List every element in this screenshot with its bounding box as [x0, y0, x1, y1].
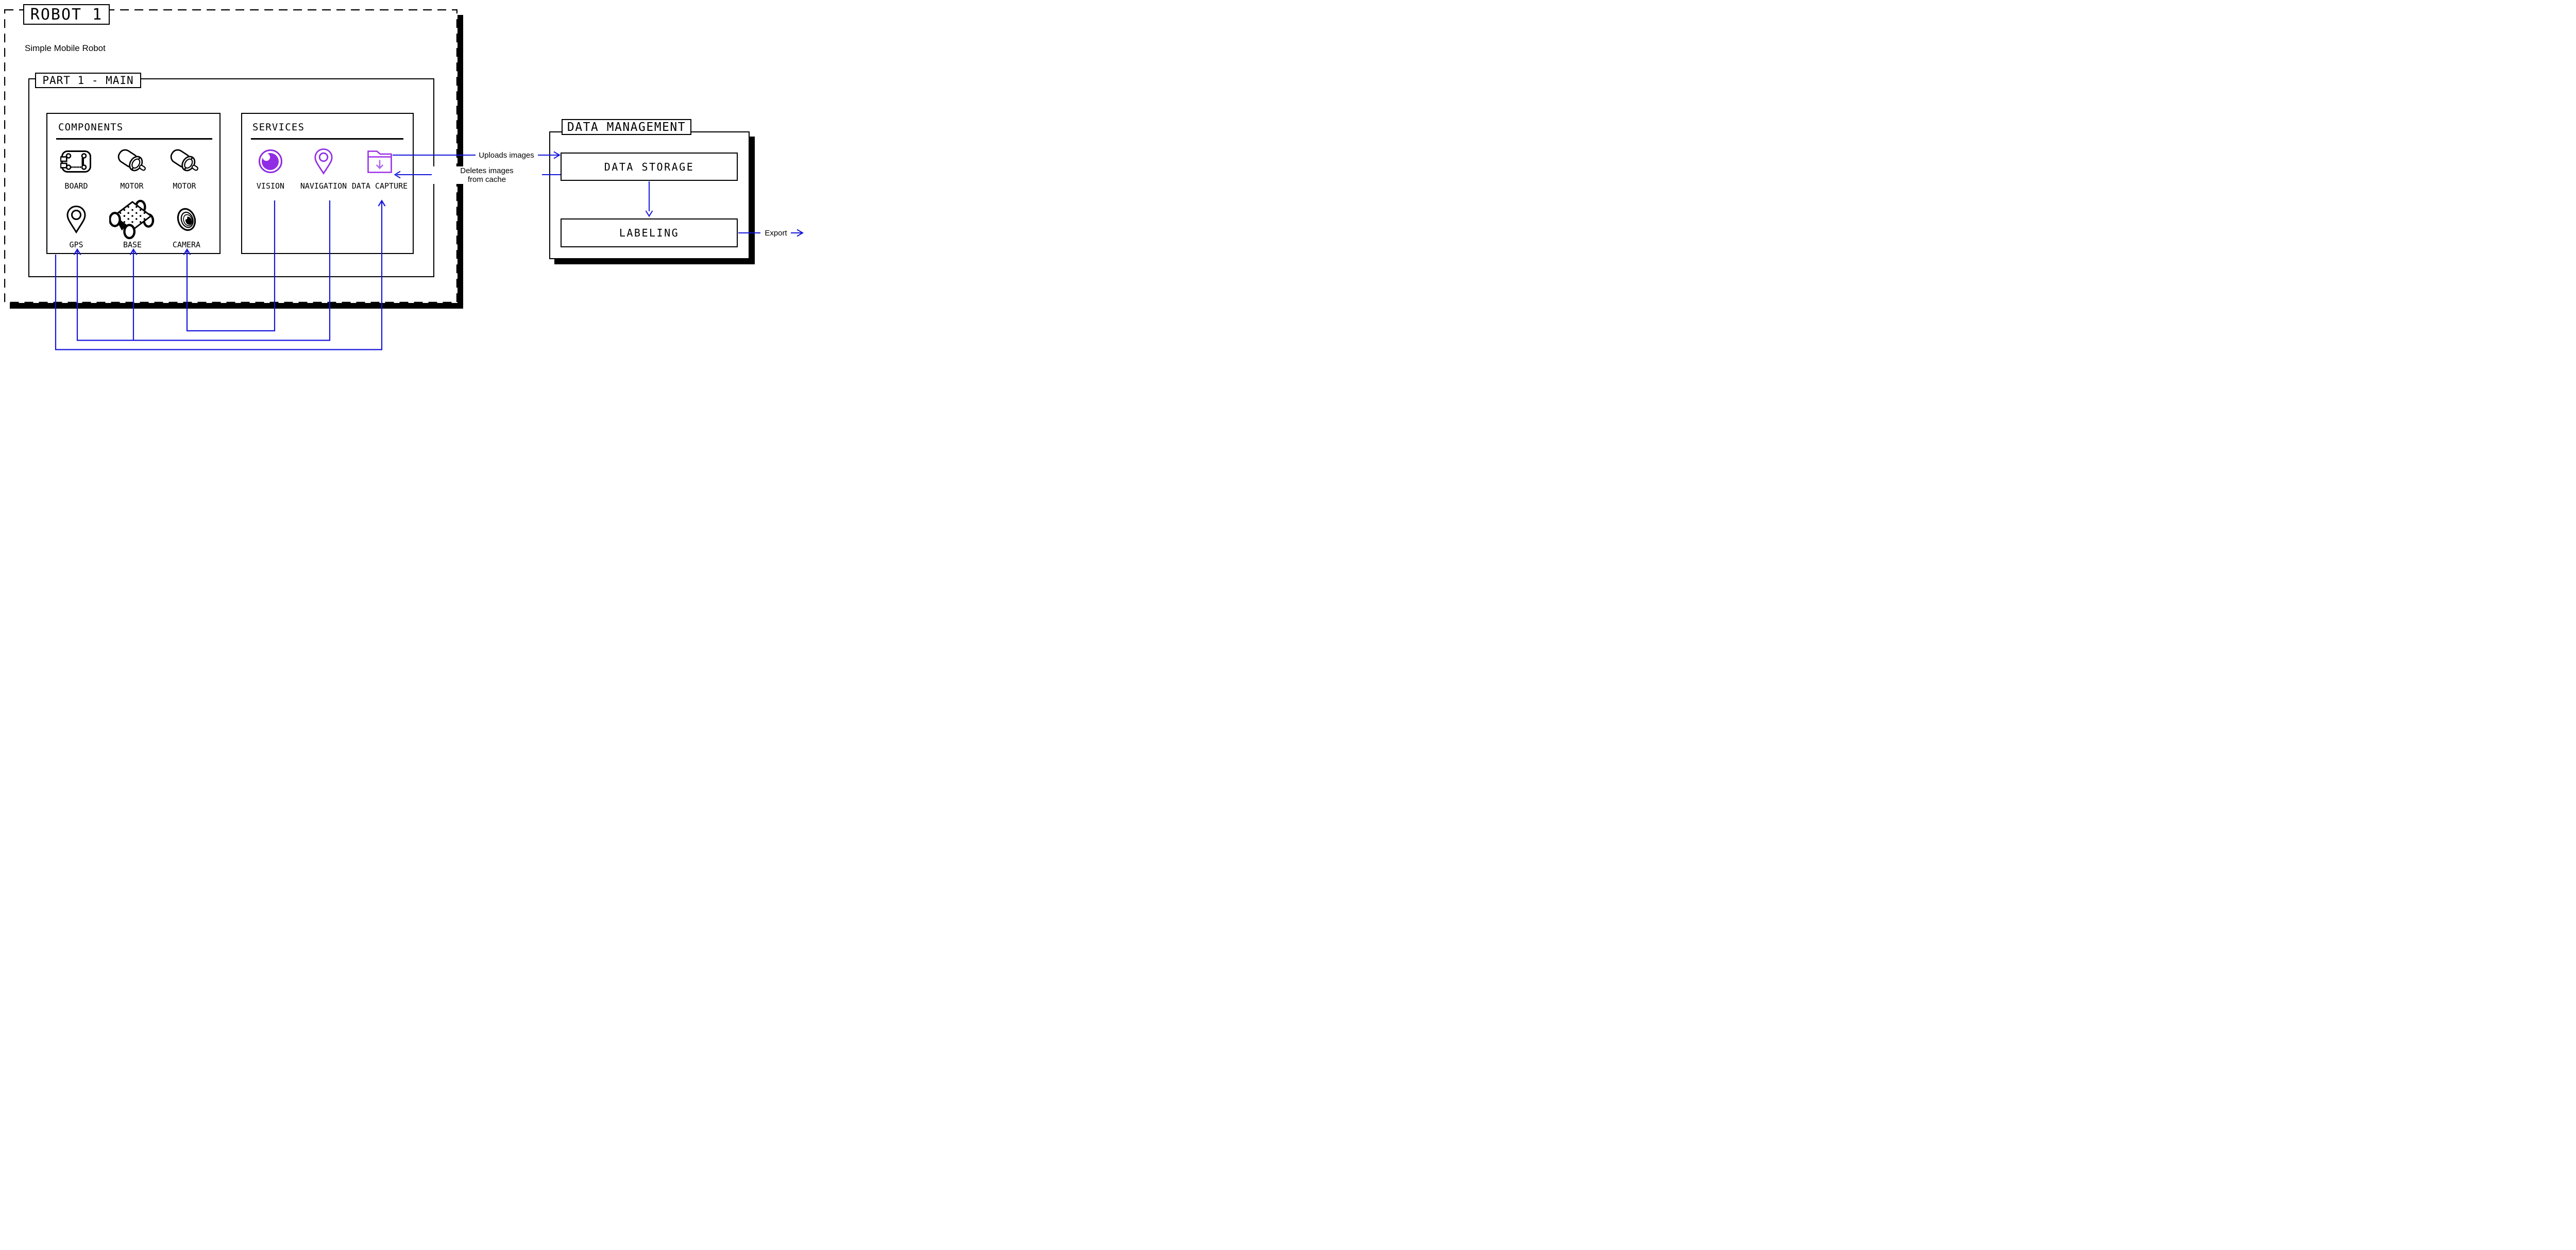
component-label: BOARD [64, 181, 88, 191]
gps-icon-wrap [48, 200, 105, 239]
service-label: NAVIGATION [300, 181, 347, 191]
labeling-label: LABELING [619, 227, 680, 239]
services-title: SERVICES [252, 122, 305, 133]
components-title: COMPONENTS [58, 122, 124, 133]
data-storage-box: DATA STORAGE [561, 153, 738, 181]
export-label: Export [761, 229, 791, 238]
component-camera: CAMERA [158, 200, 215, 249]
uploads-images-label: Uploads images [476, 151, 537, 160]
navigation-icon-wrap [295, 146, 352, 176]
labeling-box: LABELING [561, 218, 738, 247]
vision-icon [259, 149, 282, 173]
board-icon [60, 150, 91, 173]
camera-icon [177, 208, 196, 231]
service-navigation: NAVIGATION [295, 146, 352, 190]
deletes-images-label: Deletes images from cache [432, 166, 542, 184]
part-1-main-title: PART 1 - MAIN [42, 74, 134, 87]
services-underline [251, 138, 403, 140]
component-label: GPS [69, 240, 83, 249]
service-label: VISION [256, 181, 285, 191]
data-capture-icon-wrap [351, 146, 408, 176]
camera-icon-wrap [158, 200, 215, 239]
components-underline [56, 138, 212, 140]
component-label: CAMERA [172, 240, 201, 249]
component-motor-1: MOTOR [104, 146, 160, 190]
component-motor-2: MOTOR [156, 146, 213, 190]
robot-subtitle: Simple Mobile Robot [25, 43, 106, 53]
gps-icon [66, 205, 86, 234]
component-board: BOARD [48, 146, 105, 190]
component-base: BASE [104, 199, 161, 249]
data-storage-label: DATA STORAGE [604, 160, 694, 173]
service-data-capture: DATA CAPTURE [351, 146, 408, 190]
data-management-title: DATA MANAGEMENT [567, 120, 686, 134]
navigation-icon [314, 148, 333, 175]
base-icon-wrap [104, 199, 161, 240]
component-label: BASE [123, 240, 142, 249]
data-management-title-box: DATA MANAGEMENT [562, 119, 691, 135]
board-icon-wrap [48, 146, 105, 176]
robot-1-title-box: ROBOT 1 [23, 4, 110, 25]
arrowhead-right-icon [796, 229, 804, 237]
base-icon [109, 199, 155, 240]
service-label: DATA CAPTURE [351, 181, 408, 191]
robot-architecture-diagram: ROBOT 1 Simple Mobile Robot PART 1 - MAI… [0, 0, 808, 353]
robot-1-title: ROBOT 1 [30, 5, 103, 24]
motor-icon-wrap [104, 146, 160, 176]
component-label: MOTOR [173, 181, 196, 191]
component-label: MOTOR [120, 181, 144, 191]
deletes-images-text: Deletes images from cache [460, 166, 514, 184]
component-gps: GPS [48, 200, 105, 249]
part-1-main-title-box: PART 1 - MAIN [35, 73, 141, 88]
vision-icon-wrap [242, 146, 299, 176]
data-capture-icon [367, 150, 392, 173]
service-vision: VISION [242, 146, 299, 190]
motor-icon [117, 149, 146, 172]
motor-icon-wrap [156, 146, 213, 176]
motor-icon [170, 149, 198, 172]
